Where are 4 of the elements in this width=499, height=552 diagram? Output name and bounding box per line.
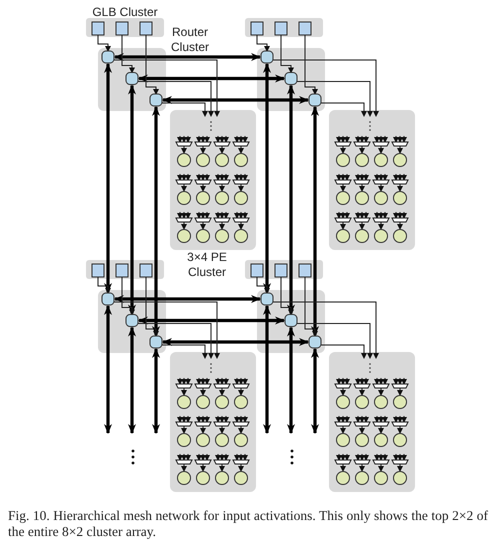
cluster-label: GLB Cluster xyxy=(91,5,159,20)
figure-caption: Fig. 10. Hierarchical mesh network for input activations. This only shows the top 2×2 of the entire 8×2 cluster array. xyxy=(8,508,488,540)
cluster-label: 3×4 PE Cluster xyxy=(186,250,228,280)
cluster-label: Router Cluster xyxy=(170,25,210,55)
